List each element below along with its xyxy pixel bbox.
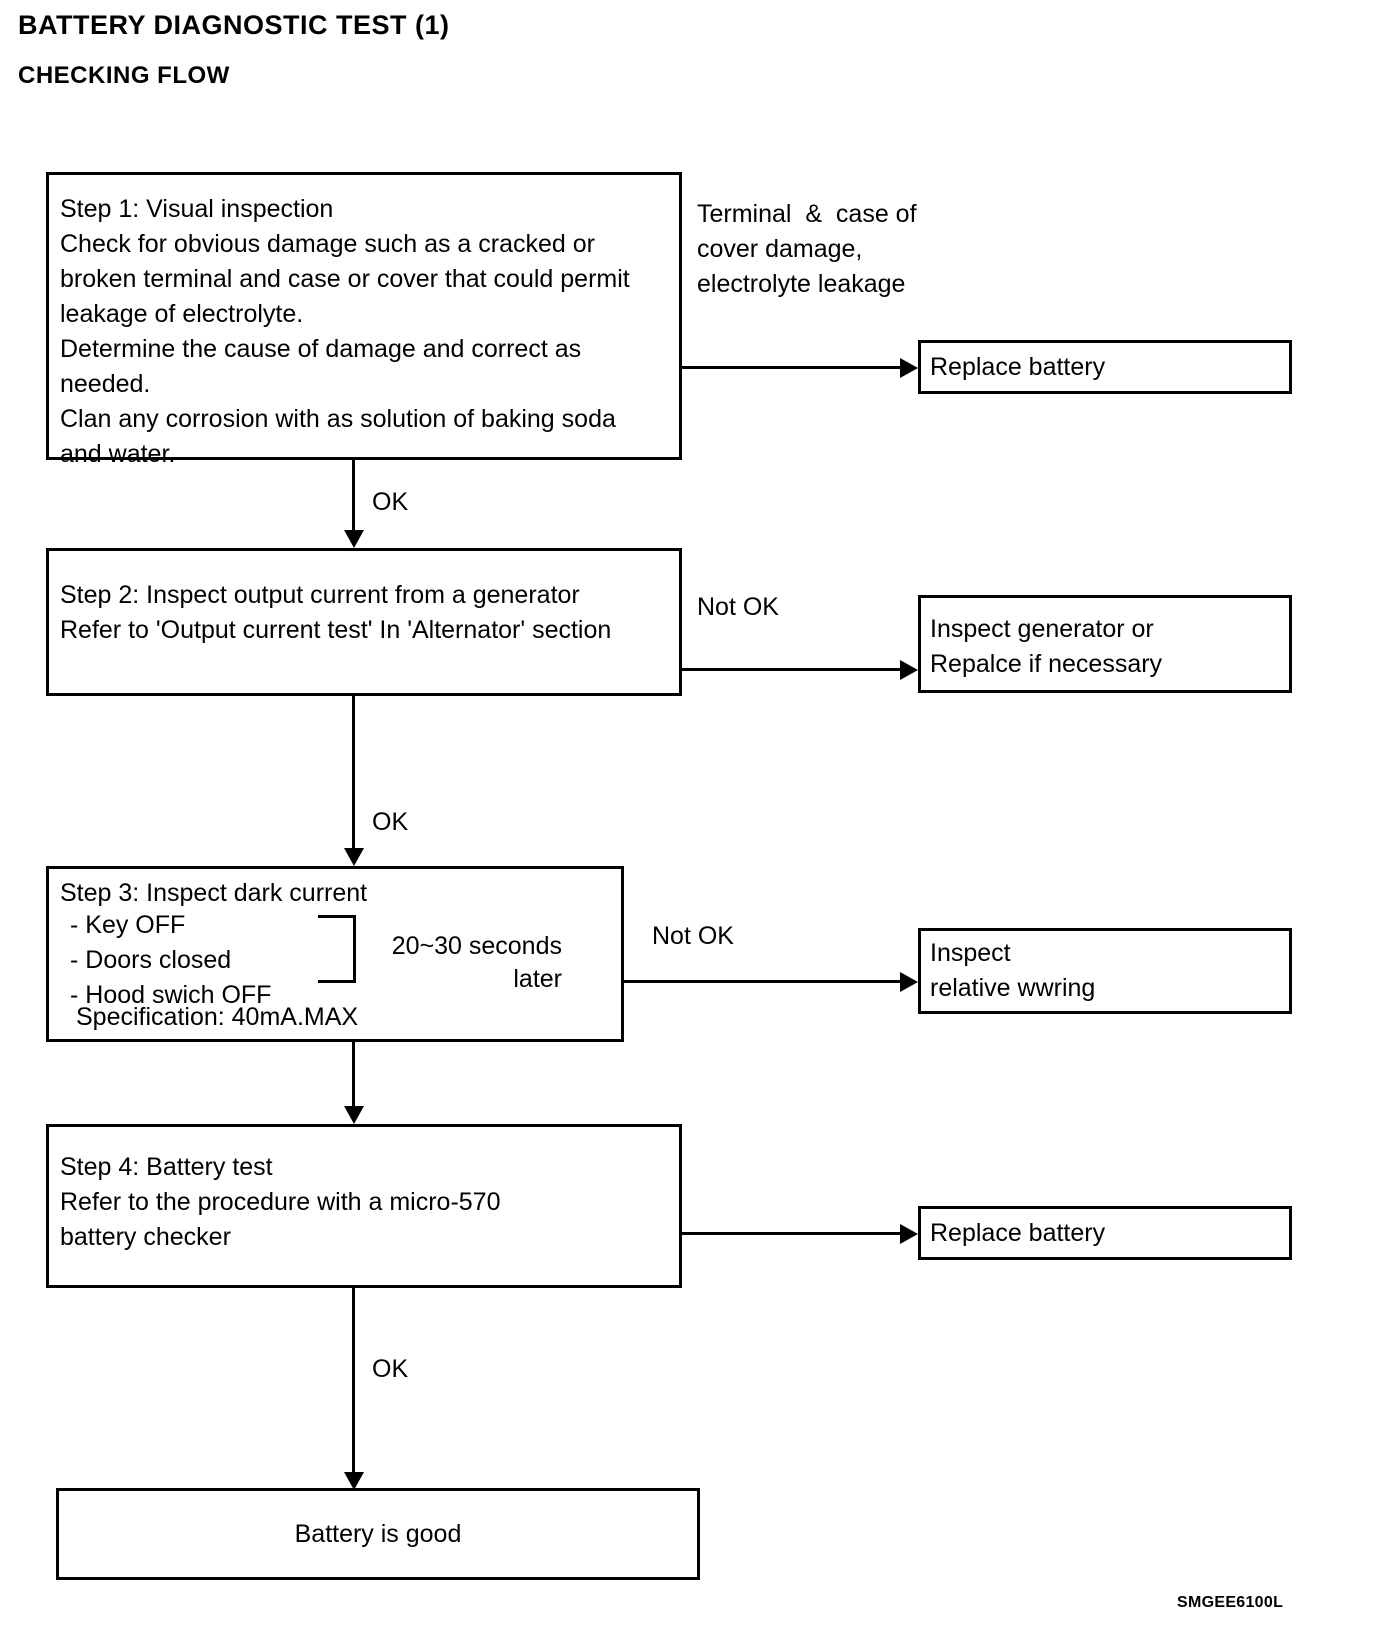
step4-to-end-label: OK (372, 1355, 409, 1383)
step1-to-step2-arrow (344, 530, 364, 548)
step1-result-text: Replace battery (930, 353, 1106, 381)
step2-result-box (918, 595, 1292, 693)
step1-to-step2-label: OK (372, 488, 409, 516)
step4-result-box (918, 1206, 1292, 1260)
figure-code: SMGEE6100L (1177, 1594, 1284, 1611)
step4-branch-arrow (900, 1224, 918, 1244)
step3-to-step4-line (352, 1042, 355, 1114)
step2-branch-arrow (900, 660, 918, 680)
step3-branch-line (624, 980, 910, 983)
page-title: BATTERY DIAGNOSTIC TEST (1) (18, 10, 450, 40)
step3-box (46, 866, 624, 1042)
step3-specification: Specification: 40mA.MAX (76, 1003, 359, 1031)
step3-branch-label: Not OK (652, 922, 734, 950)
step4-branch-line (682, 1232, 910, 1235)
step3-items: - Key OFF - Doors closed - Hood swich OF… (70, 911, 272, 1009)
step2-to-step3-label: OK (372, 808, 409, 836)
step4-to-end-line (352, 1288, 355, 1480)
step3-heading: Step 3: Inspect dark current (60, 879, 368, 907)
step1-result-box (918, 340, 1292, 394)
step4-text: Step 4: Battery test Refer to the proced… (60, 1153, 501, 1251)
step3-to-step4-arrow (344, 1106, 364, 1124)
end-text: Battery is good (294, 1520, 462, 1548)
step4-to-end-arrow (344, 1472, 364, 1490)
step2-branch-label: Not OK (697, 593, 779, 621)
step1-to-step2-line (352, 460, 355, 538)
step4-box (46, 1124, 682, 1288)
end-box (56, 1488, 700, 1580)
step2-branch-line (682, 668, 910, 671)
step2-result-text: Inspect generator or Repalce if necessar… (930, 615, 1163, 678)
step1-branch-note: Terminal & case of cover damage, electro… (697, 200, 917, 298)
step2-text: Step 2: Inspect output current from a ge… (60, 581, 612, 644)
step2-to-step3-arrow (344, 848, 364, 866)
step1-text: Step 1: Visual inspection Check for obvi… (60, 195, 630, 468)
step3-result-text: Inspect relative wwring (930, 939, 1096, 1002)
step2-box (46, 548, 682, 696)
step1-branch-arrow (900, 358, 918, 378)
step4-result-text: Replace battery (930, 1219, 1106, 1247)
step1-branch-line (682, 366, 910, 369)
step3-result-box (918, 928, 1292, 1014)
step3-bracket-label: 20~30 seconds later (391, 932, 562, 993)
section-title: CHECKING FLOW (18, 62, 230, 89)
step1-box (46, 172, 682, 460)
step3-branch-arrow (900, 972, 918, 992)
step2-to-step3-line (352, 696, 355, 856)
step3-group-bracket (318, 915, 356, 983)
